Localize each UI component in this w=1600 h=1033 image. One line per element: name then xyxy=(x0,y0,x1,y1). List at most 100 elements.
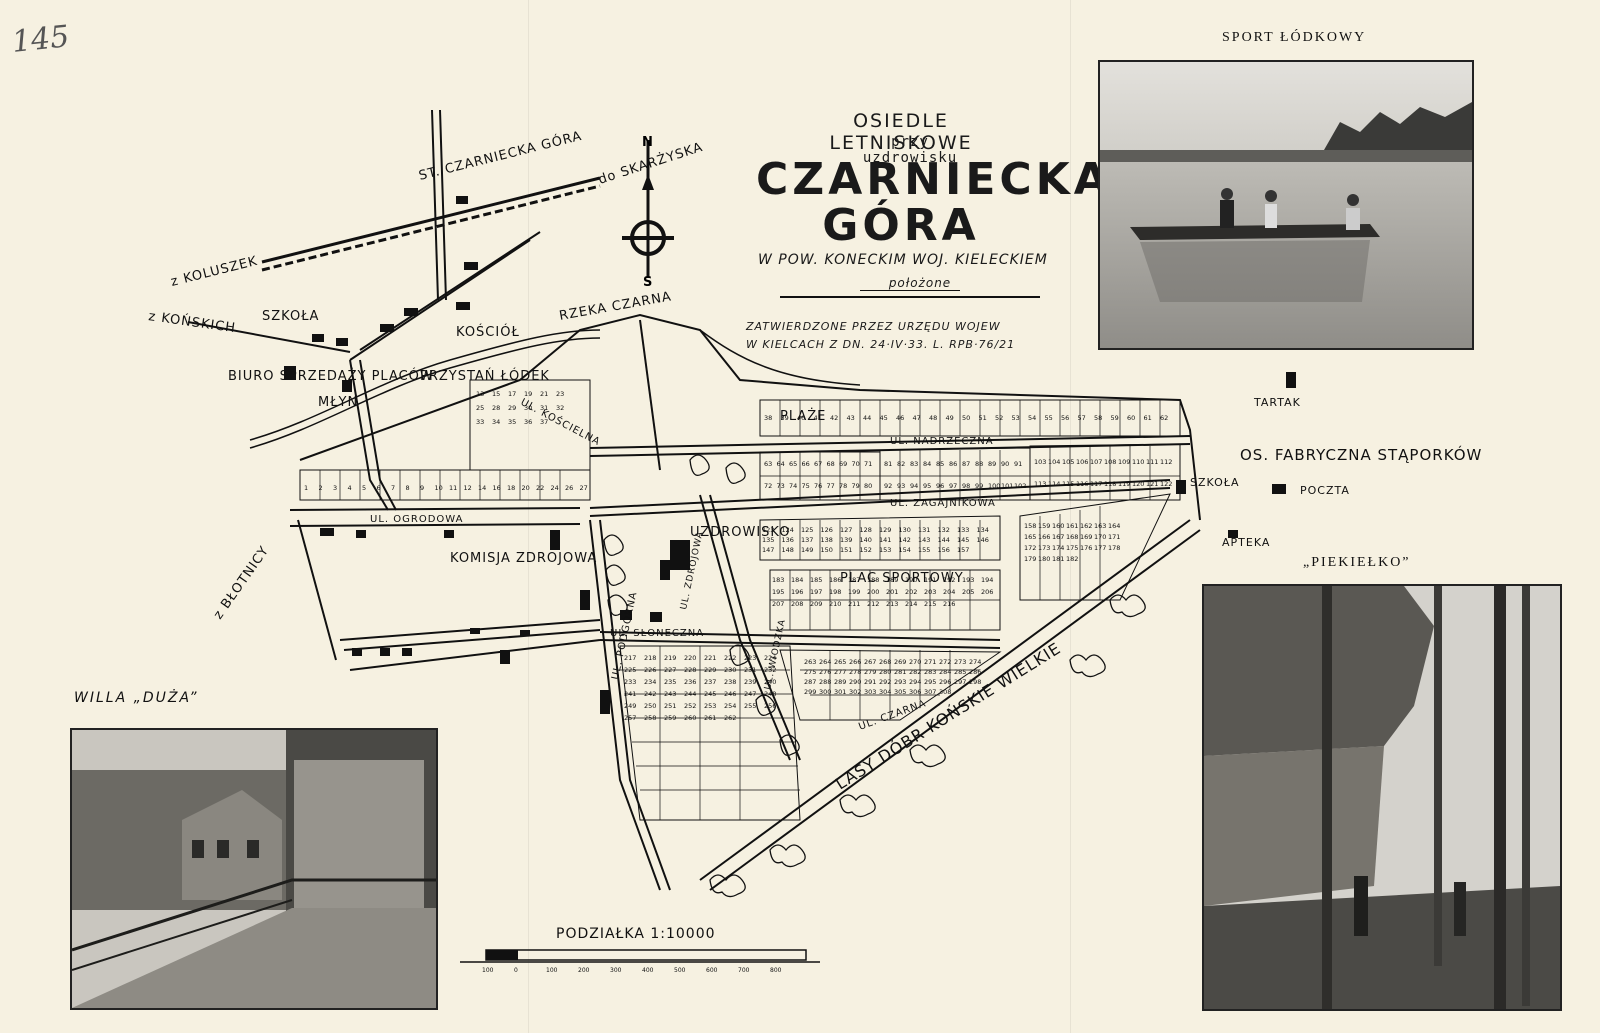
plot-number: 283 xyxy=(924,668,936,676)
plot-number: 156 xyxy=(938,546,950,554)
plot-number: 118 xyxy=(1104,480,1116,488)
plot-number: 126 xyxy=(821,526,833,534)
plot-number: 145 xyxy=(957,536,969,544)
plot-number: 67 xyxy=(814,460,822,468)
plot-number: 26 xyxy=(565,484,573,492)
plot-number: 303 xyxy=(864,688,876,696)
plot-number: 40 xyxy=(797,414,805,422)
headline-rule xyxy=(780,296,1040,298)
plot-number: 99 xyxy=(975,482,983,490)
plot-number: 238 xyxy=(724,678,736,686)
plot-number: 112 xyxy=(1160,458,1172,466)
plot-number: 6 xyxy=(377,484,381,492)
plot-number: 219 xyxy=(664,654,676,662)
plot-number: 87 xyxy=(962,460,970,468)
plot-number: 54 xyxy=(1028,414,1036,422)
plot-number: 258 xyxy=(644,714,656,722)
headline-line1: OSIEDLE LETNISKOWE xyxy=(829,110,973,154)
plot-number: 43 xyxy=(847,414,855,422)
plot-number: 218 xyxy=(644,654,656,662)
plot-number: 30 xyxy=(524,404,532,412)
plot-number: 204 xyxy=(943,588,955,596)
plot-number: 185 xyxy=(810,576,822,584)
plot-number: 37 xyxy=(540,418,548,426)
plot-number: 307 xyxy=(924,688,936,696)
plot-number: 11 xyxy=(449,484,457,492)
compass-south: S xyxy=(643,275,652,290)
plot-number: 189 xyxy=(886,576,898,584)
plot-number: 25 xyxy=(476,404,484,412)
boat-photo xyxy=(1098,60,1474,350)
plot-number: 270 xyxy=(909,658,921,666)
plot-number: 39 xyxy=(781,414,789,422)
plot-number: 275 xyxy=(804,668,816,676)
plot-number: 34 xyxy=(492,418,500,426)
plot-number: 288 xyxy=(819,678,831,686)
plot-number: 198 xyxy=(829,588,841,596)
plot-number: 115 xyxy=(1062,480,1074,488)
plot-number: 194 xyxy=(981,576,993,584)
plot-number: 1 xyxy=(304,484,308,492)
plot-number: 82 xyxy=(897,460,905,468)
plot-number: 96 xyxy=(936,482,944,490)
plot-number: 10 xyxy=(435,484,443,492)
plot-number: 251 xyxy=(664,702,676,710)
plot-number: 163 xyxy=(1094,522,1106,530)
plot-number: 38 xyxy=(764,414,772,422)
plot-number: 42 xyxy=(830,414,838,422)
fold-line xyxy=(1070,0,1071,1033)
plot-number: 129 xyxy=(879,526,891,534)
plot-number: 279 xyxy=(864,668,876,676)
plot-number: 127 xyxy=(840,526,852,534)
plot-number: 174 xyxy=(1052,544,1064,552)
plot-number: 46 xyxy=(896,414,904,422)
plot-number: 19 xyxy=(524,390,532,398)
plot-number: 49 xyxy=(946,414,954,422)
plot-number: 66 xyxy=(802,460,810,468)
plot-number: 70 xyxy=(852,460,860,468)
plot-number: 137 xyxy=(801,536,813,544)
plot-number: 301 xyxy=(834,688,846,696)
plot-number: 141 xyxy=(879,536,891,544)
plot-number: 248 xyxy=(764,690,776,698)
plot-number: 304 xyxy=(879,688,891,696)
plot-number: 65 xyxy=(789,460,797,468)
plot-number: 297 xyxy=(954,678,966,686)
plot-number: 190 xyxy=(905,576,917,584)
plot-number: 135 xyxy=(762,536,774,544)
plot-number: 256 xyxy=(764,702,776,710)
plot-number: 133 xyxy=(957,526,969,534)
plot-number: 184 xyxy=(791,576,803,584)
plot-number: 260 xyxy=(684,714,696,722)
plot-number: 128 xyxy=(860,526,872,534)
plot-number: 106 xyxy=(1076,458,1088,466)
plot-number: 36 xyxy=(524,418,532,426)
label-mill: MŁYN xyxy=(318,395,358,410)
plot-number: 117 xyxy=(1090,480,1102,488)
plot-number: 28 xyxy=(492,404,500,412)
plot-number: 223 xyxy=(744,654,756,662)
plot-number: 116 xyxy=(1076,480,1088,488)
plot-number: 265 xyxy=(834,658,846,666)
plot-number: 269 xyxy=(894,658,906,666)
plot-number: 199 xyxy=(848,588,860,596)
plot-number: 216 xyxy=(943,600,955,608)
plot-number: 245 xyxy=(704,690,716,698)
plot-number: 51 xyxy=(979,414,987,422)
plot-number: 171 xyxy=(1108,533,1120,541)
plot-number: 32 xyxy=(556,404,564,412)
plot-number: 27 xyxy=(580,484,588,492)
plot-number: 264 xyxy=(819,658,831,666)
plot-number: 47 xyxy=(913,414,921,422)
plot-number: 155 xyxy=(918,546,930,554)
plot-number: 205 xyxy=(962,588,974,596)
plot-number: 246 xyxy=(724,690,736,698)
plot-number: 191 xyxy=(924,576,936,584)
label-boat-dock: PRZYSTAŃ ŁÓDEK xyxy=(420,368,550,384)
plot-number: 160 xyxy=(1052,522,1064,530)
plot-number: 267 xyxy=(864,658,876,666)
plot-number: 92 xyxy=(884,482,892,490)
label-commission: KOMISJA ZDROJOWA xyxy=(450,551,597,566)
headline-line2: przy uzdrowisku xyxy=(862,134,958,166)
scale-tick-label: 800 xyxy=(770,967,782,974)
